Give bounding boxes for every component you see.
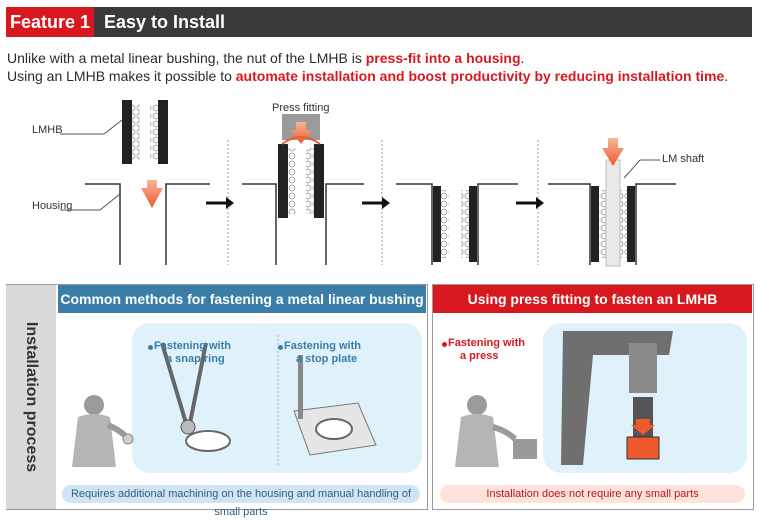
intro-line-2: Using an LMHB makes it possible to autom… (7, 68, 728, 84)
method-press-line-1: Fastening with (448, 337, 525, 349)
step-1-lmhb-above-housing (60, 100, 210, 265)
press-fitting-header: Using press fitting to fasten an LMHB (433, 285, 752, 313)
intro-line-1: Unlike with a metal linear bushing, the … (7, 50, 524, 66)
intro-line-2-end: . (724, 68, 729, 84)
method-press-line-2: a press (460, 350, 499, 362)
method-stop-plate-line-2: a stop plate (296, 353, 358, 365)
installation-diagram (60, 100, 676, 267)
method-press: Fastening with a press (448, 337, 525, 363)
bullet-dot-press (442, 342, 447, 347)
feature-header: Feature 1 Easy to Install (6, 7, 752, 37)
method-snap-ring-line-2: a snap ring (166, 353, 225, 365)
feature-number-tag: Feature 1 (6, 7, 94, 37)
bullet-dot-snap-ring (148, 345, 153, 350)
press-machine (561, 331, 673, 465)
intro-line-1-text: Unlike with a metal linear bushing, the … (7, 50, 366, 66)
intro-line-1-end: . (520, 50, 525, 66)
housing-label: Housing (32, 200, 73, 212)
bullet-dot-stop-plate (278, 345, 283, 350)
method-snap-ring: Fastening with a snap ring (154, 340, 231, 366)
metal-bushing-illustration (72, 323, 422, 473)
feature-title: Easy to Install (104, 12, 226, 32)
method-stop-plate-line-1: Fastening with (284, 340, 361, 352)
press-illustration (455, 323, 747, 473)
common-methods-header: Common methods for fastening a metal lin… (58, 285, 426, 313)
stop-plate (293, 355, 377, 456)
common-methods-note: Requires additional machining on the hou… (62, 485, 420, 518)
snap-ring-pliers (160, 342, 231, 452)
method-snap-ring-line-1: Fastening with (154, 340, 231, 352)
intro-line-2-text: Using an LMHB makes it possible to (7, 68, 236, 84)
press-fitting-label: Press fitting (272, 102, 330, 114)
lmhb-label: LMHB (32, 124, 63, 136)
step-3-installed-in-housing (396, 183, 518, 265)
method-stop-plate: Fastening with a stop plate (284, 340, 361, 366)
worker-figure-left (72, 395, 134, 467)
press-fitting-note: Installation does not require any small … (440, 485, 745, 503)
step-4-shaft-inserted (548, 138, 676, 267)
lm-shaft-label: LM shaft (662, 153, 705, 165)
installation-process-label: Installation process (23, 321, 40, 473)
worker-figure-right (455, 395, 537, 467)
intro-line-1-highlight: press-fit into a housing (365, 50, 521, 66)
step-2-press-fitting (242, 114, 364, 265)
installation-process-side-label: Installation process (6, 285, 56, 509)
intro-line-2-highlight: automate installation and boost producti… (235, 68, 725, 84)
